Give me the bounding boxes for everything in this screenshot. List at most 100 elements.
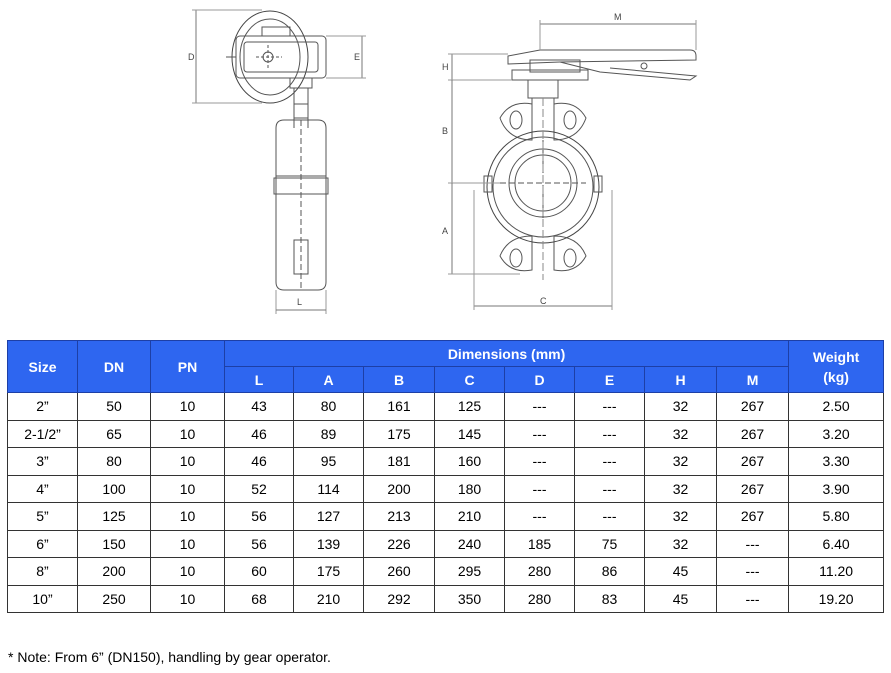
cell-m: 267 (715, 502, 790, 531)
cell-weight: 2.50 (788, 392, 885, 421)
header-dim-m: M (715, 366, 790, 393)
cell-dn: 80 (77, 447, 151, 476)
cell-a: 210 (293, 584, 364, 613)
cell-weight: 3.30 (788, 447, 885, 476)
header-weight-line1: Weight (812, 348, 860, 365)
cell-a: 127 (293, 502, 364, 531)
cell-h: 32 (644, 447, 717, 476)
valve-technical-drawing: D E L M H B A C (188, 9, 698, 314)
cell-m: 267 (715, 419, 790, 448)
cell-dn: 150 (77, 529, 151, 558)
cell-size: 5” (7, 502, 78, 531)
cell-a: 89 (293, 419, 364, 448)
cell-d: --- (504, 419, 575, 448)
dim-label-e: E (354, 52, 360, 62)
cell-pn: 10 (150, 392, 225, 421)
dim-label-a: A (442, 226, 448, 236)
cell-d: --- (504, 392, 575, 421)
cell-weight: 3.90 (788, 474, 885, 503)
cell-dn: 125 (77, 502, 151, 531)
dim-label-l: L (297, 297, 302, 307)
cell-size: 4” (7, 474, 78, 503)
header-dim-c: C (434, 366, 505, 393)
cell-h: 32 (644, 502, 717, 531)
footnote: * Note: From 6” (DN150), handling by gea… (8, 649, 331, 665)
cell-h: 45 (644, 584, 717, 613)
cell-d: 185 (504, 529, 575, 558)
cell-l: 68 (224, 584, 294, 613)
cell-d: --- (504, 474, 575, 503)
cell-c: 180 (434, 474, 505, 503)
cell-c: 240 (434, 529, 505, 558)
cell-c: 125 (434, 392, 505, 421)
cell-b: 226 (363, 529, 435, 558)
header-weight: Weight (kg) (788, 340, 885, 393)
cell-c: 145 (434, 419, 505, 448)
cell-a: 139 (293, 529, 364, 558)
cell-pn: 10 (150, 557, 225, 586)
cell-h: 32 (644, 392, 717, 421)
cell-dn: 100 (77, 474, 151, 503)
cell-m: 267 (715, 447, 790, 476)
cell-e: --- (574, 474, 645, 503)
cell-weight: 6.40 (788, 529, 885, 558)
cell-h: 32 (644, 529, 717, 558)
cell-d: 280 (504, 557, 575, 586)
cell-e: 75 (574, 529, 645, 558)
cell-a: 80 (293, 392, 364, 421)
cell-l: 52 (224, 474, 294, 503)
cell-l: 60 (224, 557, 294, 586)
cell-e: 86 (574, 557, 645, 586)
cell-a: 95 (293, 447, 364, 476)
cell-h: 32 (644, 474, 717, 503)
cell-e: --- (574, 392, 645, 421)
header-dim-d: D (504, 366, 575, 393)
cell-m: 267 (715, 474, 790, 503)
side-view (192, 9, 366, 314)
cell-b: 161 (363, 392, 435, 421)
dim-label-h: H (442, 62, 449, 72)
cell-d: --- (504, 502, 575, 531)
cell-e: --- (574, 419, 645, 448)
cell-e: --- (574, 447, 645, 476)
cell-pn: 10 (150, 419, 225, 448)
cell-pn: 10 (150, 474, 225, 503)
cell-size: 8” (7, 557, 78, 586)
cell-m: --- (715, 557, 790, 586)
cell-m: 267 (715, 392, 790, 421)
cell-b: 181 (363, 447, 435, 476)
cell-a: 175 (293, 557, 364, 586)
cell-h: 32 (644, 419, 717, 448)
header-weight-line2: (kg) (823, 368, 849, 385)
cell-b: 200 (363, 474, 435, 503)
header-pn: PN (150, 340, 225, 393)
cell-b: 175 (363, 419, 435, 448)
header-dim-e: E (574, 366, 645, 393)
header-dimensions: Dimensions (mm) (223, 340, 790, 367)
cell-weight: 11.20 (788, 557, 885, 586)
front-view (448, 20, 698, 310)
cell-size: 10” (7, 584, 78, 613)
header-dim-l: L (224, 366, 294, 393)
cell-l: 56 (224, 529, 294, 558)
cell-h: 45 (644, 557, 717, 586)
dim-label-m: M (614, 12, 622, 22)
header-dim-a: A (293, 366, 364, 393)
cell-dn: 250 (77, 584, 151, 613)
cell-a: 114 (293, 474, 364, 503)
header-dim-h: H (644, 366, 717, 393)
cell-l: 56 (224, 502, 294, 531)
cell-l: 43 (224, 392, 294, 421)
dim-label-b: B (442, 126, 448, 136)
cell-pn: 10 (150, 584, 225, 613)
cell-size: 2-1/2” (7, 419, 78, 448)
cell-m: --- (715, 584, 790, 613)
cell-d: 280 (504, 584, 575, 613)
